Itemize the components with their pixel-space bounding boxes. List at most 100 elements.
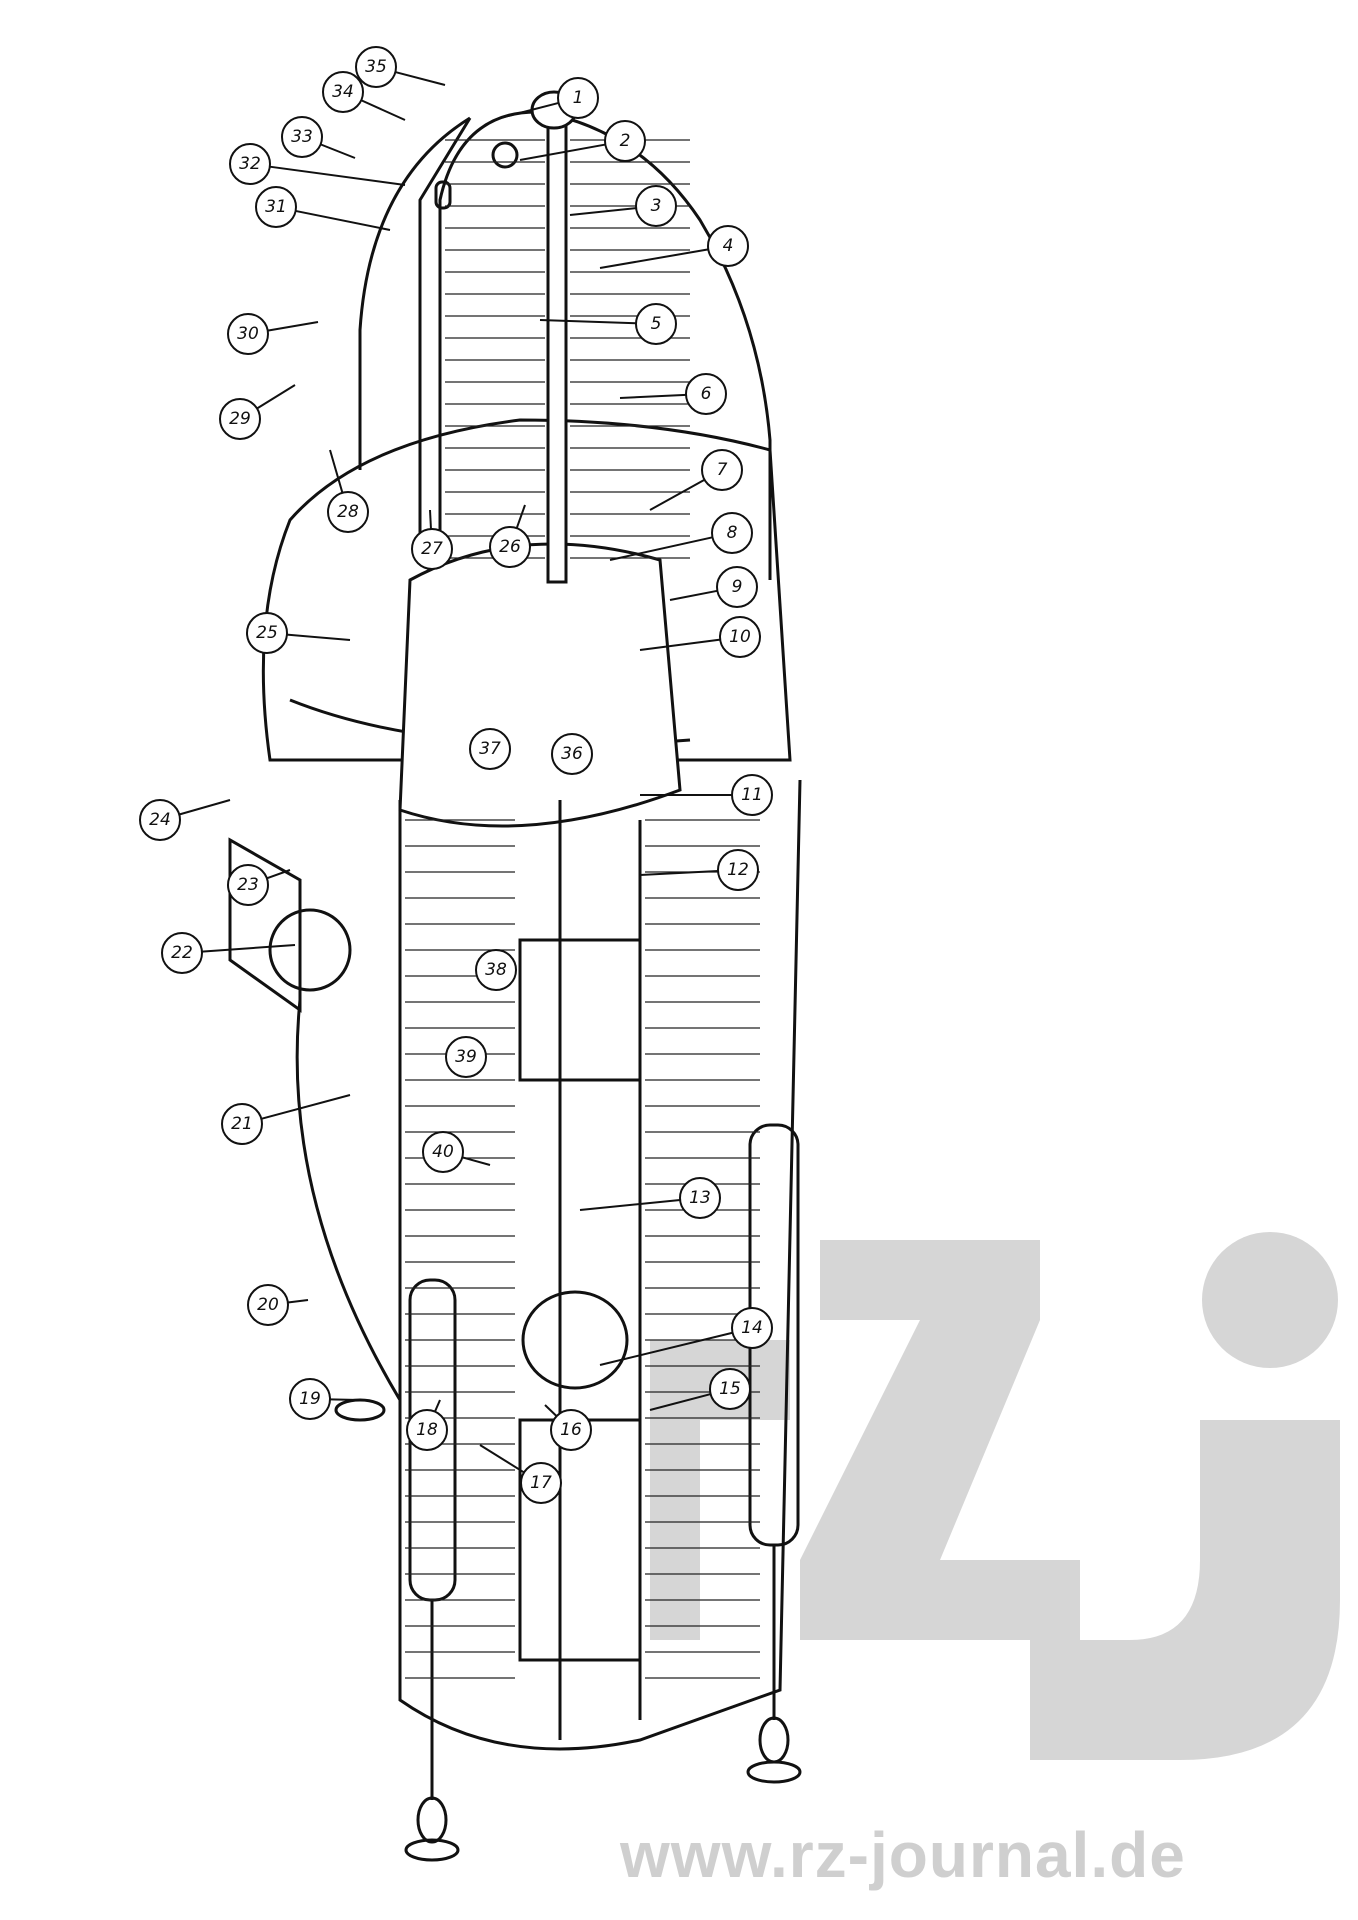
callout-24: 24 xyxy=(139,799,231,841)
callout-20: 20 xyxy=(247,1284,309,1326)
callout-7: 7 xyxy=(649,449,743,511)
callout-9: 9 xyxy=(669,566,758,608)
callout-10: 10 xyxy=(639,616,761,658)
callout-circle xyxy=(551,733,593,775)
callout-30: 30 xyxy=(227,313,319,355)
callout-circle xyxy=(411,528,453,570)
callout-leader-line xyxy=(499,101,559,119)
callout-39: 39 xyxy=(445,1036,487,1078)
callout-6: 6 xyxy=(619,373,727,415)
callout-circle xyxy=(679,1177,721,1219)
callout-circle xyxy=(685,373,727,415)
callout-13: 13 xyxy=(579,1177,721,1219)
callout-number: 23 xyxy=(237,875,259,895)
callout-circle xyxy=(139,799,181,841)
callout-number: 11 xyxy=(741,785,763,805)
callout-number: 34 xyxy=(332,82,354,102)
callout-circle xyxy=(711,512,753,554)
callout-number: 4 xyxy=(723,236,734,256)
callout-25: 25 xyxy=(246,612,351,654)
callout-circle xyxy=(227,313,269,355)
callout-circle xyxy=(557,77,599,119)
callout-number: 29 xyxy=(229,409,251,429)
callout-number: 12 xyxy=(727,860,749,880)
callout-leader-line xyxy=(569,207,637,216)
callout-number: 37 xyxy=(479,739,501,759)
callout-number: 20 xyxy=(257,1295,279,1315)
callout-4: 4 xyxy=(599,225,749,269)
callout-31: 31 xyxy=(255,186,391,231)
callout-circle xyxy=(701,449,743,491)
callout-circle xyxy=(550,1409,592,1451)
callout-leader-line xyxy=(286,633,351,641)
callout-leader-line xyxy=(261,1094,351,1120)
callout-number: 15 xyxy=(719,1379,741,1399)
callout-number: 14 xyxy=(741,1318,763,1338)
callout-leader-line xyxy=(462,1156,491,1166)
callout-1: 1 xyxy=(499,77,599,119)
callout-circle xyxy=(635,185,677,227)
callout-circle xyxy=(475,949,517,991)
callout-number: 19 xyxy=(299,1389,321,1409)
callout-number: 17 xyxy=(530,1473,552,1493)
callout-number: 24 xyxy=(149,810,171,830)
callout-number: 28 xyxy=(337,502,359,522)
callout-leader-line xyxy=(649,1393,711,1411)
callout-number: 32 xyxy=(239,154,261,174)
callout-number: 10 xyxy=(729,627,751,647)
callout-leader-line xyxy=(599,248,709,269)
callout-circle xyxy=(520,1462,562,1504)
callout-leader-line xyxy=(519,143,606,161)
callout-number: 21 xyxy=(231,1114,253,1134)
callout-23: 23 xyxy=(227,864,291,906)
callout-number: 30 xyxy=(237,324,259,344)
callout-circle xyxy=(322,71,364,113)
callout-leader-line xyxy=(269,165,406,186)
callout-number: 18 xyxy=(416,1420,438,1440)
callout-leader-line xyxy=(267,321,319,332)
callout-27: 27 xyxy=(411,509,453,570)
callout-circle xyxy=(289,1378,331,1420)
watermark-url: www.rz-journal.de xyxy=(620,1819,1186,1891)
callout-circle xyxy=(635,303,677,345)
callout-leader-line xyxy=(434,1399,441,1413)
callout-leader-line xyxy=(649,478,706,511)
interior-grid xyxy=(405,139,760,1679)
callout-11: 11 xyxy=(640,774,773,816)
callout-circle xyxy=(731,774,773,816)
callout-5: 5 xyxy=(539,303,677,345)
callout-29: 29 xyxy=(219,384,296,440)
callout-40: 40 xyxy=(422,1131,491,1173)
callout-number: 36 xyxy=(561,744,583,764)
callout-22: 22 xyxy=(161,932,296,974)
callout-number: 7 xyxy=(717,460,728,480)
callout-number: 2 xyxy=(620,131,631,151)
callout-number: 6 xyxy=(701,384,712,404)
callout-19: 19 xyxy=(289,1378,361,1420)
callout-circle xyxy=(227,864,269,906)
callout-number: 26 xyxy=(499,537,521,557)
callout-number: 22 xyxy=(171,943,193,963)
callout-leader-line xyxy=(360,99,406,121)
callout-circle xyxy=(719,616,761,658)
callout-circle xyxy=(469,728,511,770)
callout-33: 33 xyxy=(281,116,356,159)
callout-leader-line xyxy=(619,393,687,399)
callout-leader-line xyxy=(479,1444,525,1474)
callout-circle xyxy=(445,1036,487,1078)
callout-leader-line xyxy=(295,209,391,231)
callout-circle xyxy=(219,398,261,440)
callout-leader-line xyxy=(201,944,296,953)
callout-number: 9 xyxy=(732,577,743,597)
callout-leader-line xyxy=(429,509,432,530)
callout-circle xyxy=(355,46,397,88)
callout-circle xyxy=(327,491,369,533)
callout-circle xyxy=(281,116,323,158)
callout-34: 34 xyxy=(322,71,406,121)
callout-leader-line xyxy=(256,384,296,410)
callout-leader-line xyxy=(544,1404,558,1417)
callout-16: 16 xyxy=(544,1404,592,1451)
callout-circle xyxy=(406,1409,448,1451)
callout-leader-line xyxy=(639,638,721,651)
